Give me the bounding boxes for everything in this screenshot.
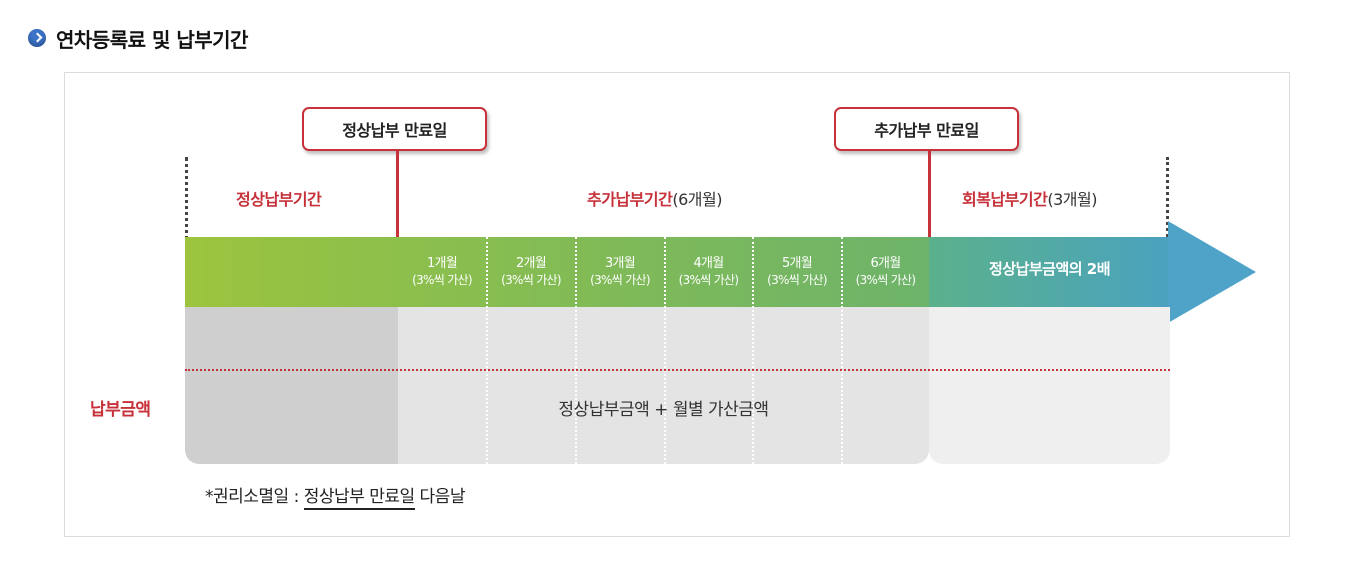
- extra-period-label: 추가납부기간(6개월): [587, 190, 722, 209]
- month-divider: [841, 237, 843, 464]
- month-divider: [575, 237, 577, 464]
- arrow-head-icon: [1168, 221, 1256, 323]
- normal-end-label: 정상납부 만료일: [342, 121, 447, 140]
- payment-amount-label: 납부금액: [90, 400, 151, 420]
- month-divider: [752, 237, 754, 464]
- note-suffix: 다음날: [414, 487, 466, 507]
- month-cell-2: 2개월(3%씩 가산): [501, 256, 561, 287]
- month-cell-4: 4개월(3%씩 가산): [678, 256, 739, 287]
- section-title: 연차등록료 및 납부기간: [56, 27, 248, 52]
- extra-payment-text: 정상납부금액 + 월별 가산금액: [558, 400, 769, 420]
- normal-end-callout: 정상납부 만료일: [302, 107, 487, 151]
- extinction-note: *권리소멸일 : 정상납부 만료일 다음날: [205, 482, 466, 510]
- month-cell-5: 5개월(3%씩 가산): [767, 256, 827, 287]
- timeline-band-teal: [929, 237, 1170, 307]
- note-prefix: *권리소멸일 :: [205, 487, 304, 507]
- recovery-amount-block: [929, 307, 1170, 464]
- normal-end-marker-line: [396, 151, 399, 307]
- recovery-period-label: 회복납부기간(3개월): [962, 190, 1097, 209]
- circle-chevron-right-icon: [28, 29, 46, 47]
- start-boundary-line: [185, 157, 188, 307]
- month-divider: [664, 237, 666, 464]
- month-cell-1: 1개월(3%씩 가산): [412, 256, 472, 287]
- amount-divider-line: [185, 369, 1170, 371]
- month-divider: [486, 237, 488, 464]
- normal-amount-block: [185, 307, 398, 464]
- month-cell-3: 3개월(3%씩 가산): [590, 256, 650, 287]
- end-boundary-line: [1166, 157, 1169, 237]
- timeline-band-green: [185, 237, 930, 307]
- normal-period-label: 정상납부기간: [236, 190, 322, 209]
- recovery-amount-label: 정상납부금액의 2배: [988, 260, 1111, 278]
- extra-end-callout: 추가납부 만료일: [834, 107, 1019, 151]
- extra-end-label: 추가납부 만료일: [874, 121, 979, 140]
- month-cell-6: 6개월(3%씩 가산): [855, 256, 916, 287]
- section-heading: 연차등록료 및 납부기간: [28, 25, 248, 52]
- extra-end-marker-line: [928, 151, 931, 307]
- note-underlined: 정상납부 만료일: [303, 487, 415, 510]
